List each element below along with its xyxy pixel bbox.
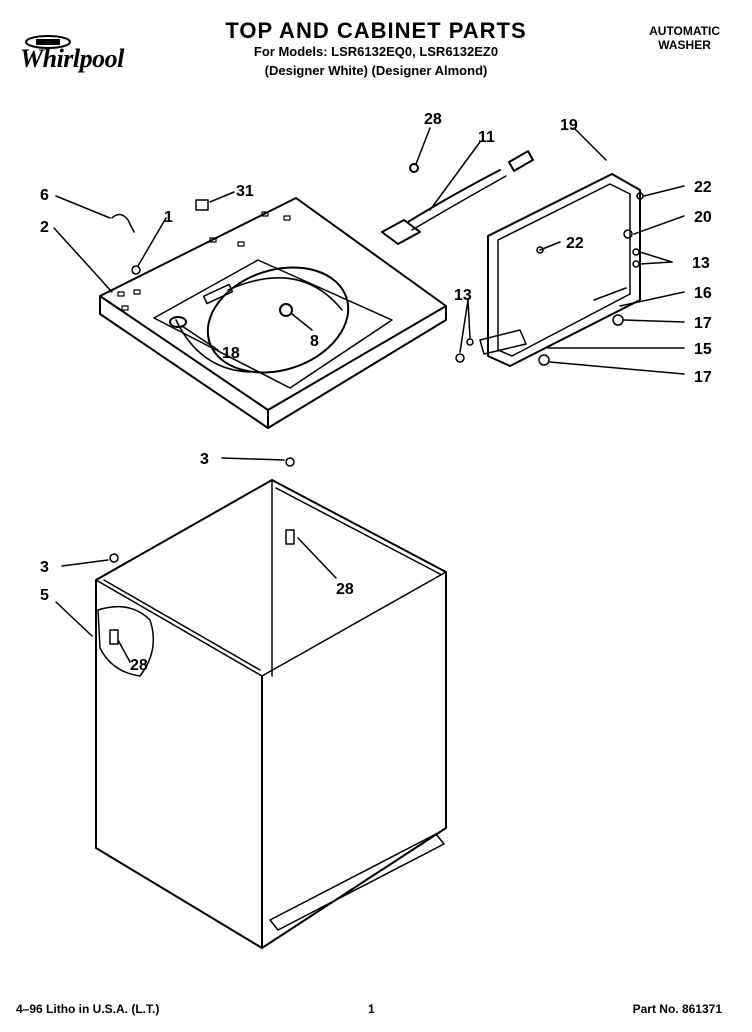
part-number-labels: 6 1 2 31 28 11 19 22 20 22 13 16 17 15 1… <box>40 111 712 674</box>
label-5: 5 <box>40 587 49 604</box>
lid <box>479 173 641 367</box>
label-18: 18 <box>222 345 240 362</box>
models-line: For Models: LSR6132EQ0, LSR6132EZ0 <box>253 44 499 59</box>
page-title: TOP AND CABINET PARTS <box>225 18 527 43</box>
label-19: 19 <box>560 117 578 134</box>
litho-note: 4–96 Litho in U.S.A. (L.T.) <box>16 1002 160 1016</box>
label-15: 15 <box>694 341 712 358</box>
brand-name: Whirlpool <box>20 44 124 73</box>
appliance-kind-line1: AUTOMATIC <box>649 24 720 38</box>
part-number: Part No. 861371 <box>632 1002 722 1016</box>
variants-line: (Designer White) (Designer Almond) <box>264 63 488 78</box>
leader-lines <box>53 127 685 663</box>
label-22-right: 22 <box>694 179 712 196</box>
label-1: 1 <box>164 209 173 226</box>
label-17-upper: 17 <box>694 315 712 332</box>
page-number: 1 <box>368 1002 375 1016</box>
label-22-inner: 22 <box>566 235 584 252</box>
label-20: 20 <box>694 209 712 226</box>
label-13-right: 13 <box>692 255 710 272</box>
label-31: 31 <box>236 183 254 200</box>
lid-switch-harness <box>381 150 535 245</box>
label-28-top: 28 <box>424 111 442 128</box>
cabinet <box>95 479 447 949</box>
appliance-kind-line2: WASHER <box>658 38 711 52</box>
label-28-side: 28 <box>130 657 148 674</box>
label-11: 11 <box>478 129 495 146</box>
fasteners <box>109 192 644 645</box>
label-16: 16 <box>694 285 712 302</box>
label-6: 6 <box>40 187 49 204</box>
logo-swoosh-icon <box>25 35 71 49</box>
label-8: 8 <box>310 333 319 350</box>
label-13-left: 13 <box>454 287 472 304</box>
top-panel <box>99 197 447 429</box>
label-17-lower: 17 <box>694 369 712 386</box>
label-2: 2 <box>40 219 49 236</box>
appliance-kind: AUTOMATIC WASHER <box>649 24 720 52</box>
label-28-cabinet: 28 <box>336 581 354 598</box>
label-3-lower: 3 <box>40 559 49 576</box>
label-3-upper: 3 <box>200 451 209 468</box>
whirlpool-logo <box>12 30 152 80</box>
